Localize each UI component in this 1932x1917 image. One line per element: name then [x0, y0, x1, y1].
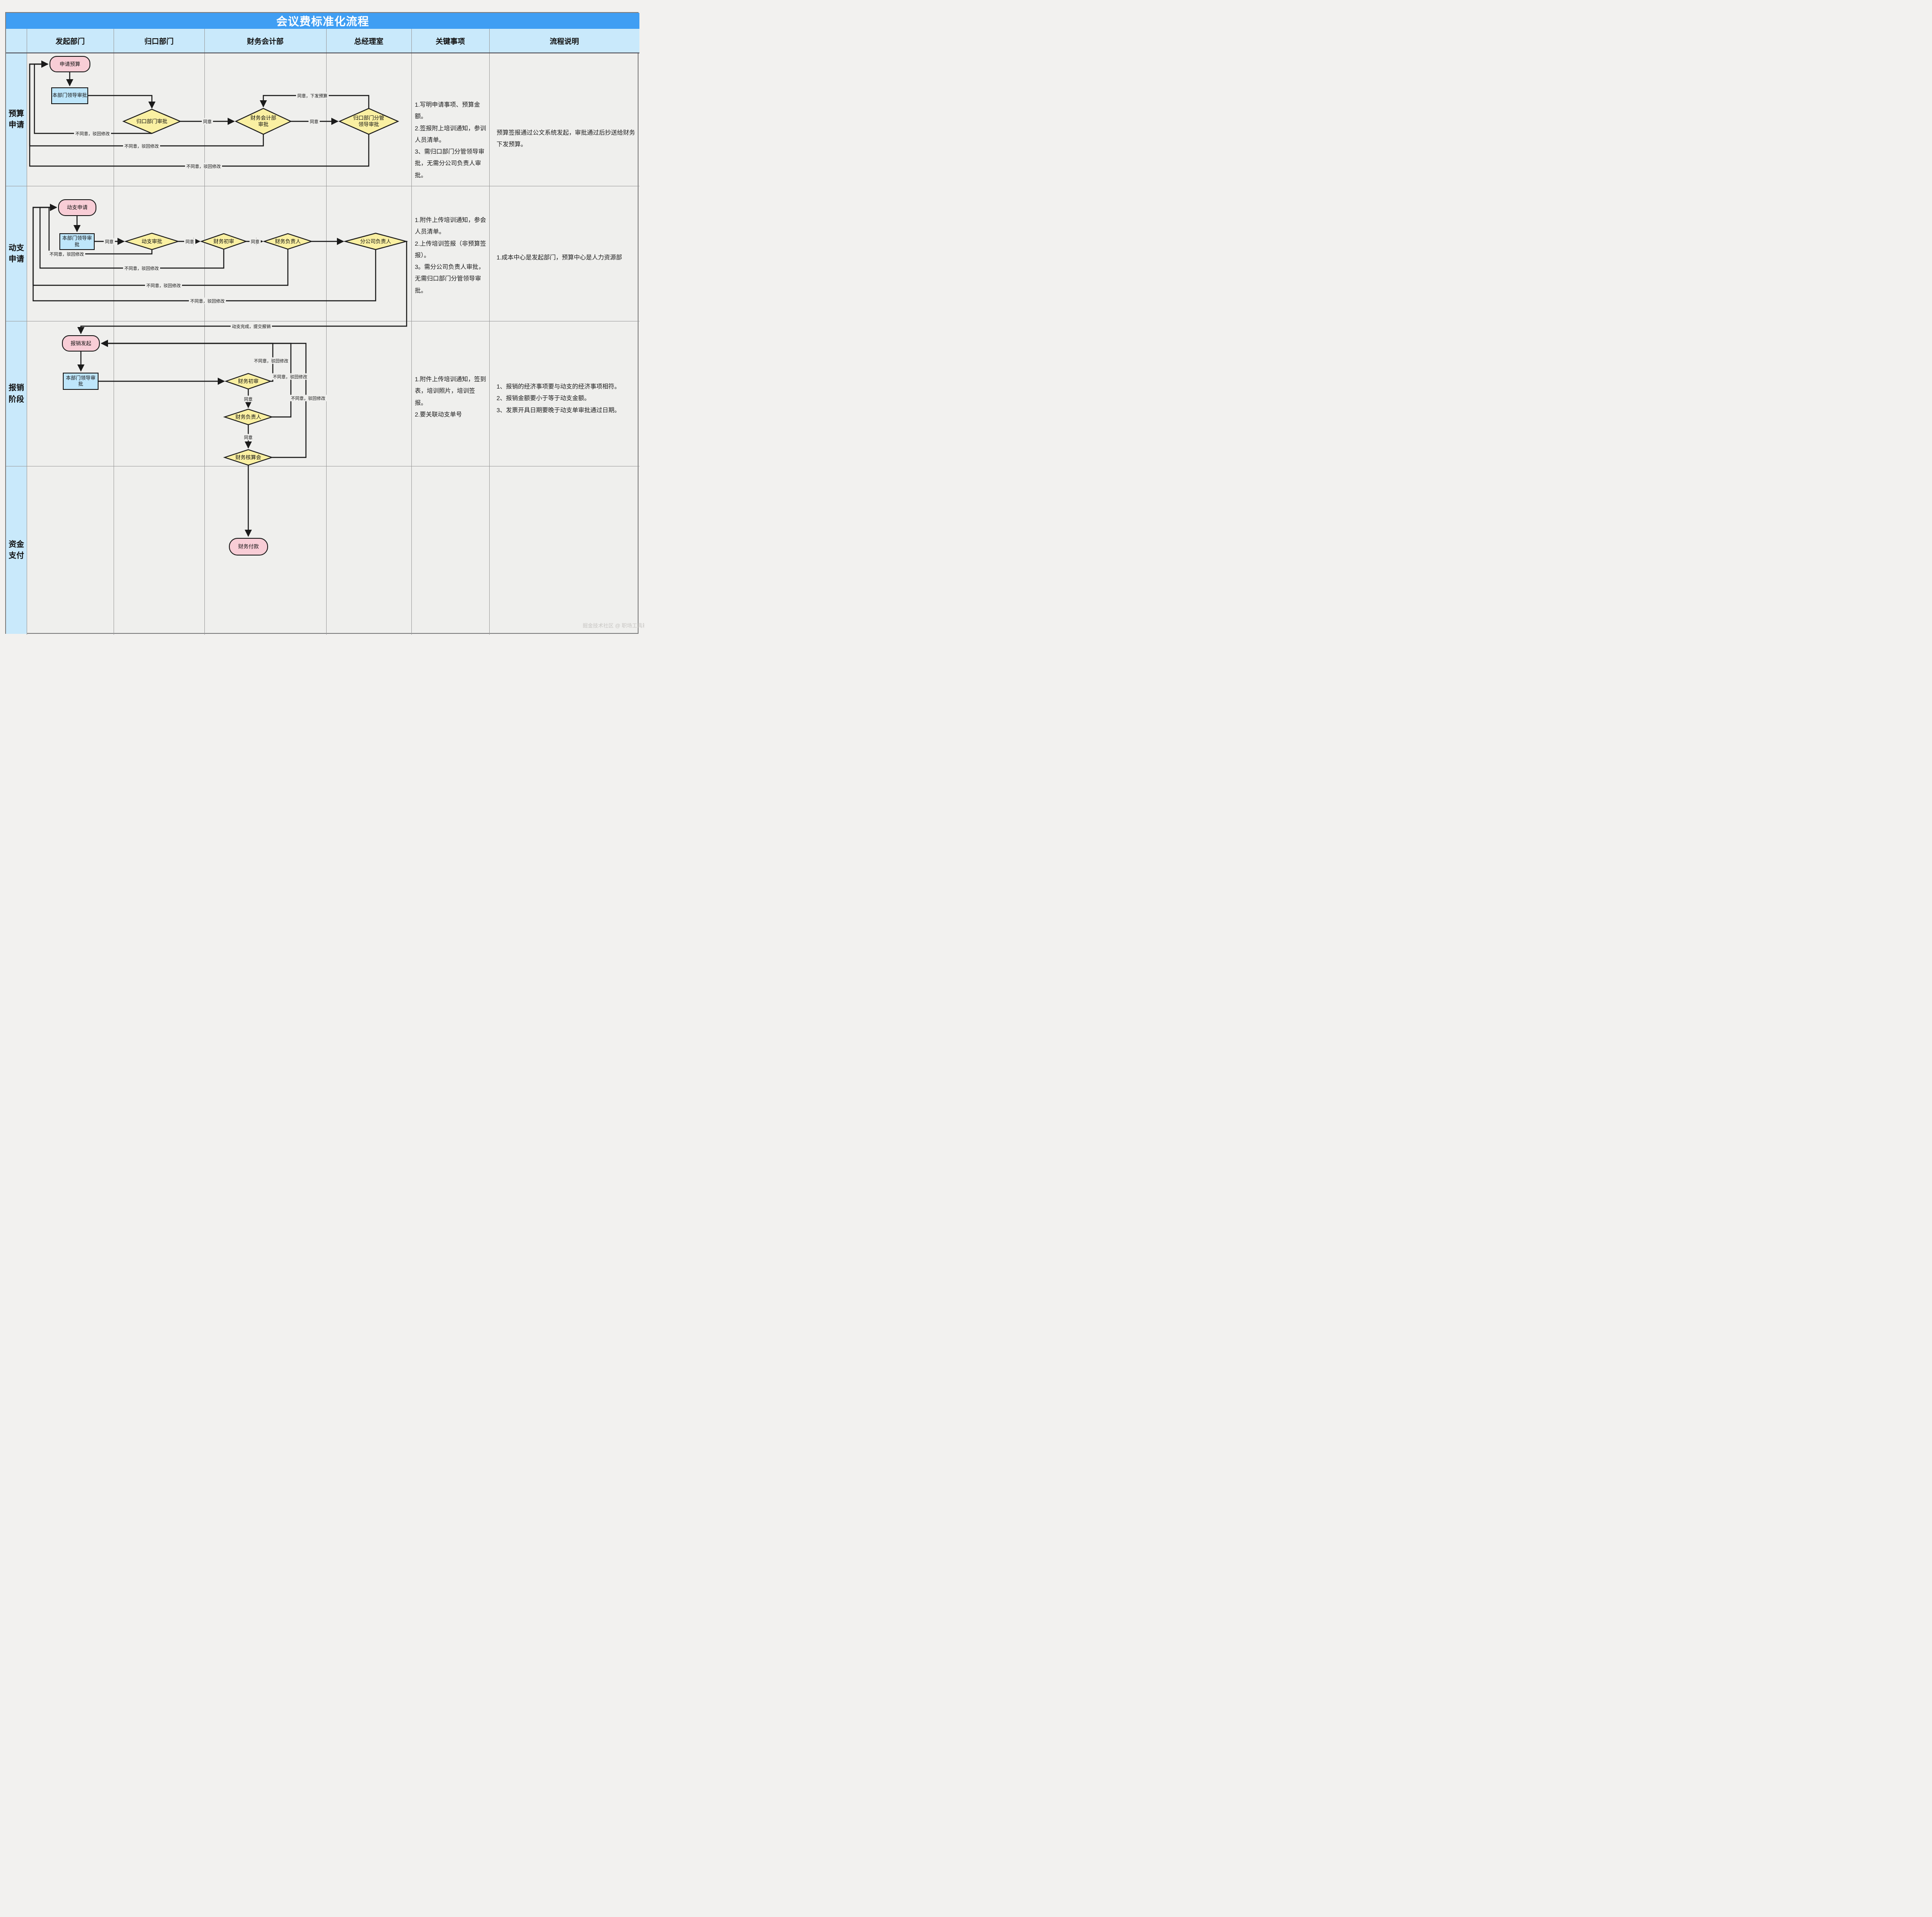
- lane-label-budget: 预算 申请: [6, 52, 27, 186]
- label-finance-head-3: 财务负责人: [235, 414, 261, 420]
- decision-finance-head-2: [262, 233, 313, 250]
- flow-connectors: [29, 60, 408, 537]
- decision-responsible-dept-approval: [122, 108, 182, 134]
- node-reimbursement-start: 报销发起: [62, 335, 100, 352]
- swimlane-table: 会议费标准化流程 发起部门 归口部门 财务会计部 总经理室 关键事项 流程说明 …: [5, 12, 644, 635]
- edge-label-disagree: 不同意，驳回修改: [272, 373, 309, 380]
- edge-label-disagree: 不同意，驳回修改: [189, 297, 226, 304]
- decision-finance-head-3: [223, 408, 274, 426]
- edge-label-disagree: 不同意，驳回修改: [123, 265, 160, 272]
- header-initiating-dept: 发起部门: [27, 29, 114, 52]
- description-budget: 预算签报通过公文系统发起，审批通过后抄送给财务下发预算。: [497, 129, 635, 148]
- key-items-budget: 1.写明申请事项、预算金额。 2.签报附上培训通知，参训人员清单。 3、需归口部…: [415, 101, 486, 179]
- node-dept-leader-approval-3: 本部门领导审批: [63, 373, 99, 390]
- edge-label-agree: 同意: [104, 238, 115, 245]
- header-key-items: 关键事项: [411, 29, 489, 52]
- decision-expenditure-approval: [124, 232, 180, 250]
- description-expenditure: 1.成本中心是发起部门，预算中心是人力资源部: [497, 254, 622, 261]
- label-finance-dept-approval: 财务会计部 审批: [250, 115, 276, 127]
- decision-finance-first-review-3: [224, 373, 272, 390]
- edge-label-agree: 同意: [243, 395, 254, 402]
- header-responsible-dept: 归口部门: [114, 29, 204, 52]
- label-branch-head: 分公司负责人: [360, 238, 391, 244]
- decision-dept-leader-approval: [338, 108, 399, 135]
- label-finance-accounting-meeting: 财务核算会: [235, 454, 261, 460]
- label-dept-leader-approval: 归口部门分管 领导审批: [353, 115, 384, 127]
- edge-label-disagree: 不同意，驳回修改: [290, 395, 327, 401]
- grid-line: [489, 29, 490, 635]
- lane-label-payment: 资金 支付: [6, 466, 27, 634]
- header-corner: [6, 29, 27, 52]
- node-finance-payment: 财务付款: [229, 538, 268, 556]
- lane-label-reimbursement: 报销 阶段: [6, 321, 27, 466]
- header-finance-dept: 财务会计部: [204, 29, 326, 52]
- key-items-reimbursement: 1.附件上传培训通知，签到表，培训照片，培训签报。 2.要关联动支单号: [415, 376, 486, 418]
- node-apply-budget: 申请预算: [49, 56, 90, 72]
- edge-label-agree-issue-budget: 同意，下发预算: [296, 92, 329, 99]
- watermark: 掘金技术社区 @ 职场工具箱: [583, 623, 644, 629]
- edge-label-disagree: 不同意，驳回修改: [48, 250, 85, 257]
- header-gm-office: 总经理室: [326, 29, 411, 52]
- edge-label-agree: 同意: [202, 118, 213, 125]
- edge-label-agree: 同意: [243, 434, 254, 441]
- decision-finance-accounting-meeting: [223, 449, 274, 466]
- node-expenditure-apply: 动支申请: [58, 199, 96, 216]
- label-finance-first-review-2: 财务初审: [213, 238, 234, 244]
- key-items-expenditure: 1.附件上传培训通知，参会人员清单。 2.上传培训签报（非预算签报）。 3。需分…: [415, 216, 486, 294]
- node-dept-leader-approval-1: 本部门领导审批: [51, 87, 88, 104]
- decision-branch-head: [343, 232, 408, 250]
- decision-finance-first-review-2: [200, 233, 248, 250]
- edge-label-disagree: 不同意，驳回修改: [123, 142, 160, 149]
- label-responsible-dept-approval: 归口部门审批: [136, 118, 167, 124]
- label-expenditure-approval: 动支审批: [141, 238, 162, 244]
- edge-label-agree: 同意: [309, 118, 320, 125]
- page-title: 会议费标准化流程: [6, 13, 639, 29]
- edge-label-submit-reimbursement: 动支完成，提交报销: [231, 323, 272, 330]
- decision-finance-dept-approval: [235, 108, 292, 135]
- grid-line: [326, 29, 327, 635]
- edge-label-disagree: 不同意，驳回修改: [185, 163, 222, 170]
- grid-line: [6, 52, 639, 53]
- edge-label-disagree: 不同意，驳回修改: [145, 282, 182, 289]
- edge-label-agree: 同意: [250, 238, 261, 245]
- header-process-notes: 流程说明: [489, 29, 639, 52]
- lane-label-expenditure: 动支 申请: [6, 186, 27, 321]
- edge-label-agree: 同意: [184, 238, 195, 245]
- edge-label-disagree: 不同意，驳回修改: [74, 130, 111, 137]
- description-reimbursement: 1、报销的经济事项要与动支的经济事项相符。 2、报销金额要小于等于动支金额。 3…: [497, 383, 620, 414]
- node-dept-leader-approval-2: 本部门领导审批: [59, 233, 95, 250]
- grid-line: [411, 29, 412, 635]
- label-finance-head-2: 财务负责人: [275, 238, 301, 244]
- flowchart-canvas: 会议费标准化流程 发起部门 归口部门 财务会计部 总经理室 关键事项 流程说明 …: [0, 0, 644, 639]
- edge-label-disagree: 不同意，驳回修改: [253, 357, 290, 364]
- label-finance-first-review-3: 财务初审: [238, 378, 259, 384]
